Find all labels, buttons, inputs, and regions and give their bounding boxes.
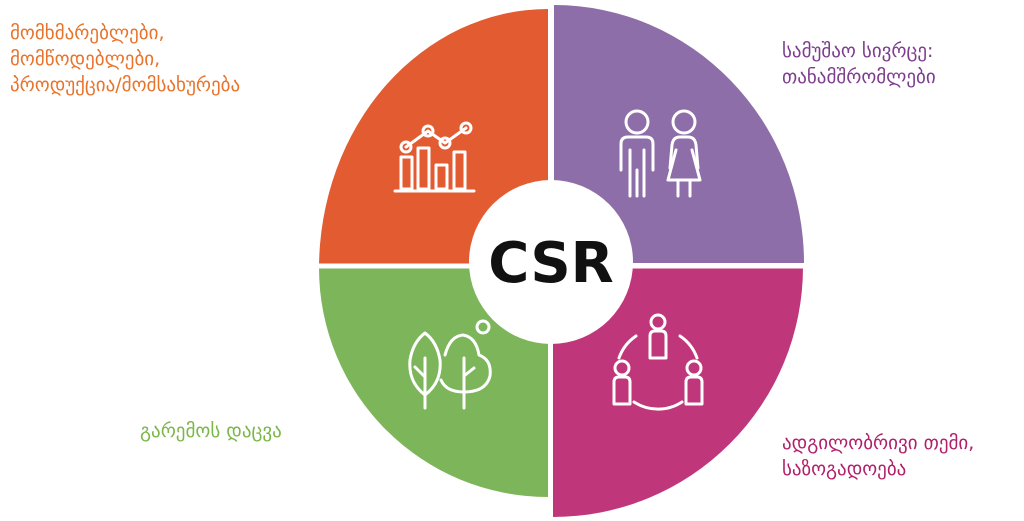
label-market: მომხმარებლები, მომწოდებლები, პროდუქცია/მ…	[10, 20, 240, 98]
center-circle	[469, 180, 633, 344]
people-icon	[619, 109, 702, 198]
label-community-line-2: საზოგადოება	[782, 458, 907, 480]
label-workplace-line-1: სამუშაო სივრცე:	[782, 40, 934, 62]
center-label: CSR	[488, 231, 614, 296]
label-workplace: სამუშაო სივრცე: თანამშრომლები	[782, 38, 936, 90]
segment-market	[319, 9, 548, 269]
segment-community	[553, 267, 803, 517]
label-environment: გარემოს დაცვა	[140, 418, 282, 444]
community-icon	[612, 313, 704, 411]
label-environment-line-1: გარემოს დაცვა	[140, 420, 282, 442]
trees-icon	[408, 319, 492, 410]
label-community: ადგილობრივი თემი, საზოგადოება	[782, 430, 974, 482]
bar-chart-icon	[393, 121, 476, 193]
segment-workplace	[554, 5, 804, 263]
label-community-line-1: ადგილობრივი თემი,	[782, 432, 975, 454]
label-market-line-1: მომხმარებლები,	[10, 22, 165, 44]
segment-environment	[319, 268, 548, 497]
label-market-line-2: მომწოდებლები,	[10, 48, 161, 70]
label-market-line-3: პროდუქცია/მომსახურება	[10, 74, 241, 96]
label-workplace-line-2: თანამშრომლები	[782, 66, 936, 88]
